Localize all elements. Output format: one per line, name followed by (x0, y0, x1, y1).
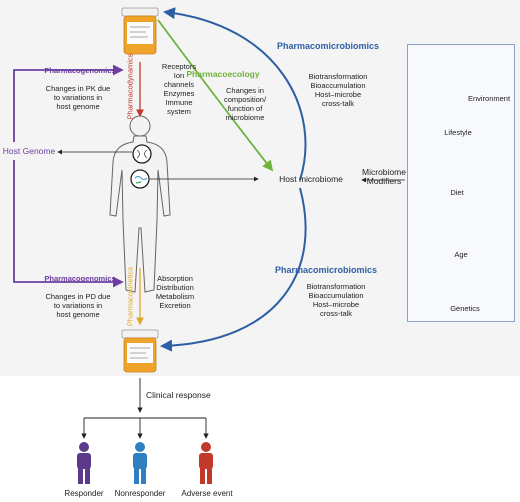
interaction-line: Biotransformation (306, 282, 366, 291)
microbe-interactions-bottom: Biotransformation Bioaccumulation Host–m… (298, 282, 374, 318)
pharmacogenomics-top-arrow (13, 64, 124, 142)
outcome-responder: Responder (64, 489, 104, 498)
adverse-event-person-icon (199, 442, 213, 484)
pd-target: Immune (165, 98, 193, 107)
microbiome-zoom-icon (130, 169, 150, 189)
pk-process: Excretion (159, 301, 191, 310)
ecology-desc-line: function of (227, 104, 263, 113)
age-label: Age (454, 250, 468, 259)
pharmacogenomics-top-label: Pharmacogenomics (44, 66, 116, 75)
modifiers-line: Modifiers (366, 176, 402, 186)
pharmacogenomics-bottom-label: Pharmacogenomics (44, 274, 116, 283)
human-body-icon (109, 115, 171, 293)
interaction-line: cross-talk (319, 309, 353, 318)
host-genome-label: Host Genome (2, 146, 56, 156)
pharmacomicrobiomics-top-label: Pharmacomicrobiomics (276, 41, 380, 51)
pk-process: Metabolism (155, 292, 195, 301)
pharmacoecology-arrow (157, 19, 274, 172)
modifiers-line: Microbiome (362, 167, 406, 177)
diet-label: Diet (450, 188, 464, 197)
lifestyle-label: Lifestyle (444, 128, 472, 137)
pd-target: system (167, 107, 191, 116)
pd-target: channels (163, 80, 195, 89)
pharmacomicrobiomics-top-arrow (163, 7, 307, 181)
pharmacogenomics-bottom-arrow (13, 160, 124, 288)
pk-variation-line: Changes in PK due (45, 84, 111, 93)
interaction-line: Host–microbe (314, 90, 362, 99)
pharmacokinetics-label: Pharmacokinetics (125, 266, 135, 327)
responder-person-icon (77, 442, 91, 484)
pd-variation-line: to variations in (53, 301, 103, 310)
ecology-desc-line: microbiome (225, 113, 265, 122)
pk-variation-line: to variations in (53, 93, 103, 102)
interaction-line: Biotransformation (308, 72, 368, 81)
pd-variation-line: host genome (56, 310, 100, 319)
interaction-line: Host–microbe (312, 300, 360, 309)
environment-label: Environment (467, 94, 511, 103)
pd-target: Enzymes (163, 89, 195, 98)
microbe-interactions-top: Biotransformation Bioaccumulation Host–m… (300, 72, 376, 108)
interaction-line: Bioaccumulation (308, 291, 364, 300)
pharmacomicrobiomics-bottom-arrow (160, 187, 307, 352)
pd-targets: Receptors Ion channels Enzymes Immune sy… (158, 62, 200, 116)
pk-process: Absorption (157, 274, 193, 283)
pd-variation-text: Changes in PD due to variations in host … (38, 292, 118, 319)
outcome-nonresponder: Nonresponder (114, 489, 166, 498)
genome-zoom-icon (132, 144, 152, 164)
pill-bottle-bottom-icon (121, 329, 159, 373)
pd-target: Ion (173, 71, 185, 80)
pharmacodynamics-label: Pharmacodynamics (125, 53, 135, 120)
outcome-adverse-event: Adverse event (181, 489, 233, 498)
interaction-line: Bioaccumulation (310, 81, 366, 90)
pk-variation-text: Changes in PK due to variations in host … (38, 84, 118, 111)
pharmacoecology-label: Pharmacoecology (186, 69, 260, 79)
ecology-desc-line: Changes in (226, 86, 264, 95)
pd-variation-line: Changes in PD due (45, 292, 111, 301)
microbiome-modifiers-box (407, 44, 515, 322)
pk-process: Distribution (156, 283, 194, 292)
genetics-label: Genetics (450, 304, 480, 313)
nonresponder-person-icon (133, 442, 147, 484)
ecology-desc-line: composition/ (223, 95, 267, 104)
pd-target: Receptors (161, 62, 197, 71)
interaction-line: cross-talk (321, 99, 355, 108)
pk-processes: Absorption Distribution Metabolism Excre… (142, 274, 208, 310)
ecology-desc: Changes in composition/ function of micr… (210, 86, 280, 122)
pill-bottle-top-icon (121, 7, 159, 55)
pharmacomicrobiomics-bottom-label: Pharmacomicrobiomics (274, 265, 378, 275)
host-microbiome-label: Host microbiome (279, 174, 343, 184)
clinical-response-label: Clinical response (146, 390, 211, 400)
pk-variation-line: host genome (56, 102, 100, 111)
microbiome-modifiers-label: Microbiome Modifiers (362, 168, 406, 186)
